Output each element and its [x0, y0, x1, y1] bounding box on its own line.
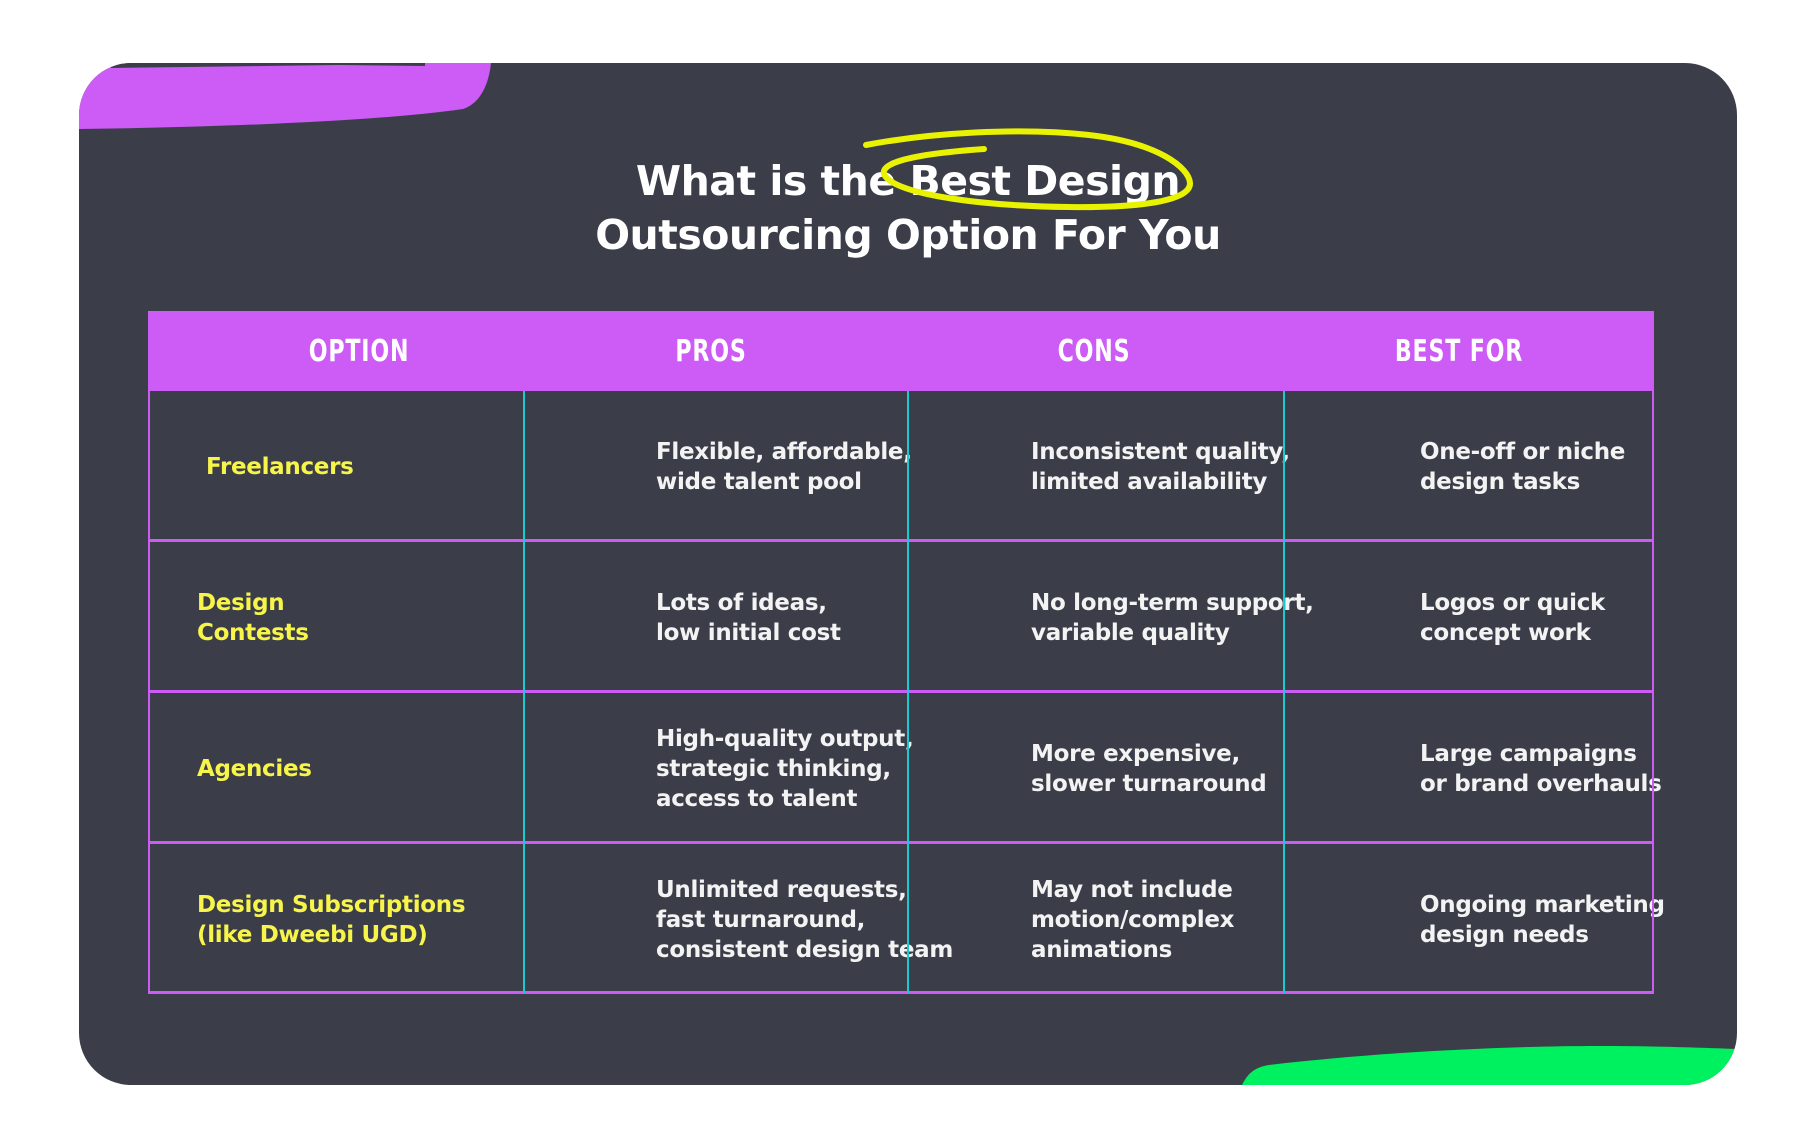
- cell-pros: Lots of ideas,low initial cost: [656, 589, 841, 646]
- table-bottom-border: [148, 991, 1654, 994]
- cell-pros: High-quality output,strategic thinking,a…: [656, 725, 914, 812]
- cell-cons: Inconsistent quality,limited availabilit…: [1031, 438, 1290, 495]
- table-right-border: [1652, 311, 1654, 993]
- header-option: OPTION: [308, 334, 410, 369]
- cell-cons: No long-term support,variable quality: [1031, 589, 1314, 646]
- column-divider: [907, 391, 909, 993]
- purple-brush-stroke-decoration: [79, 63, 491, 129]
- column-divider: [1283, 391, 1285, 993]
- header-best-for: BEST FOR: [1394, 334, 1524, 369]
- row-divider: [148, 539, 1654, 542]
- cell-pros: Flexible, affordable,wide talent pool: [656, 438, 912, 495]
- row-divider: [148, 841, 1654, 844]
- title-highlight: Best Design: [909, 157, 1181, 205]
- cell-option: Agencies: [197, 755, 312, 782]
- cell-option: Freelancers: [206, 453, 354, 480]
- column-divider: [523, 391, 525, 993]
- table-left-border: [148, 311, 150, 993]
- row-divider: [148, 690, 1654, 693]
- comparison-table: OPTION PROS CONS BEST FOR Freelancers Fl…: [148, 311, 1665, 995]
- table-header-row: OPTION PROS CONS BEST FOR: [148, 311, 1654, 391]
- table-row: Design Subscriptions(like Dweebi UGD) Un…: [148, 844, 1665, 995]
- title-line-1: What is the Best Design: [635, 157, 1181, 205]
- header-cons: CONS: [1057, 334, 1131, 369]
- title-line-2: Outsourcing Option For You: [595, 211, 1221, 259]
- cell-option: Design Subscriptions(like Dweebi UGD): [197, 891, 466, 948]
- header-pros: PROS: [675, 334, 747, 369]
- cell-cons: More expensive,slower turnaround: [1031, 740, 1267, 797]
- table-row: Freelancers Flexible, affordable,wide ta…: [148, 391, 1654, 542]
- cell-pros: Unlimited requests,fast turnaround,consi…: [656, 876, 954, 963]
- infographic-card: What is the Best Design Outsourcing Opti…: [79, 63, 1737, 1085]
- table-row: Agencies High-quality output,strategic t…: [148, 693, 1662, 844]
- green-brush-stroke-decoration: [1242, 1046, 1737, 1085]
- table-body: Freelancers Flexible, affordable,wide ta…: [148, 391, 1665, 995]
